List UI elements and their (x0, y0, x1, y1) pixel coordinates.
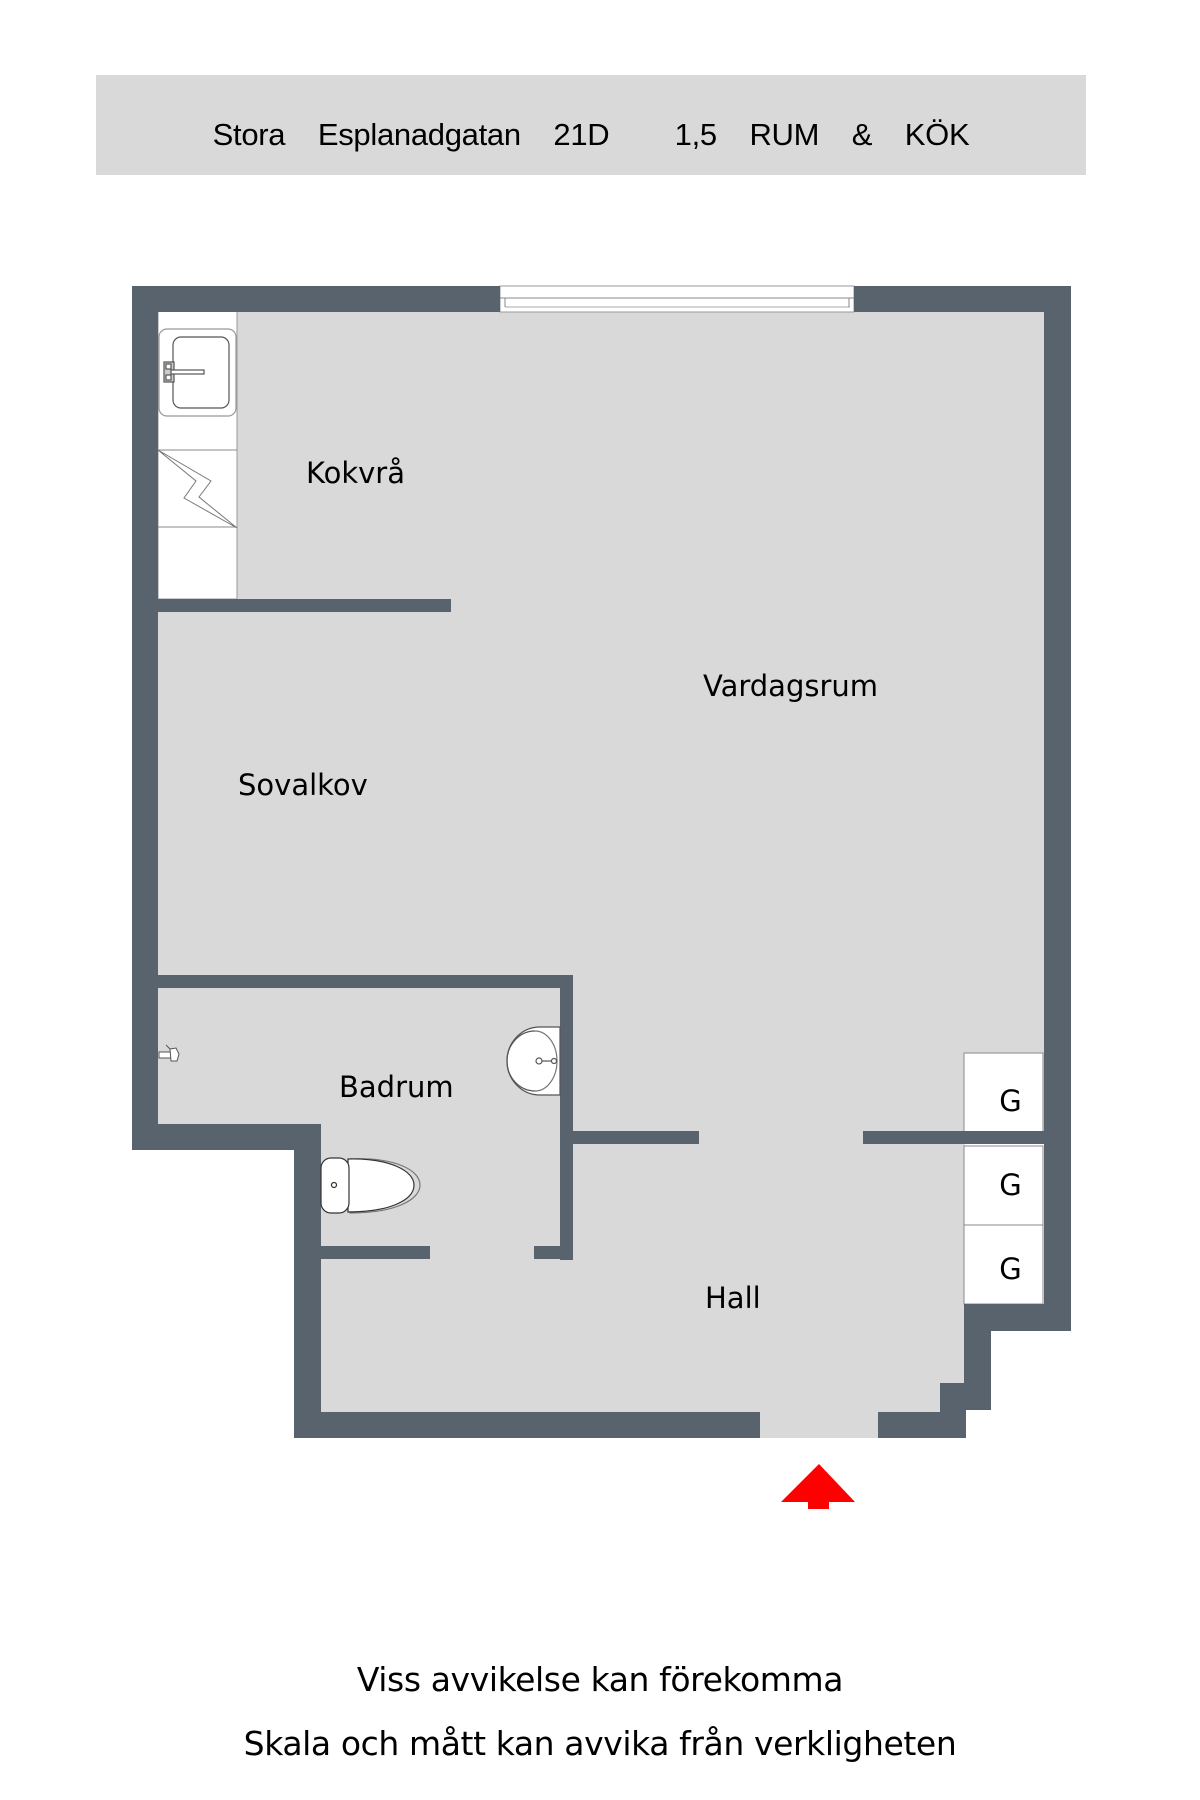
window-icon (499, 285, 855, 313)
closet-label-1: G (999, 1084, 1022, 1118)
kitchen-sink-icon (158, 328, 237, 417)
floor-area (158, 311, 1044, 1438)
closets (963, 1052, 1044, 1305)
walls (132, 286, 1071, 1438)
entrance-arrow-icon (781, 1464, 855, 1509)
room-label-bathroom: Badrum (339, 1070, 454, 1104)
room-label-bedroom-alcove: Sovalkov (238, 768, 368, 802)
stove-icon (157, 449, 238, 529)
listing-title: Stora Esplanadgatan 21D 1,5 RUM & KÖK (212, 117, 970, 152)
disclaimer-line-1: Viss avvikelse kan förekomma (356, 1660, 844, 1699)
closet-label-2: G (999, 1168, 1022, 1202)
closet-label-3: G (999, 1252, 1022, 1286)
disclaimer-line-2: Skala och mått kan avvika från verklighe… (243, 1724, 957, 1763)
toilet-icon (320, 1157, 421, 1214)
bathroom-sink-icon (506, 1026, 561, 1096)
shower-mixer-icon (158, 1044, 180, 1062)
room-label-living-room: Vardagsrum (703, 669, 879, 703)
room-label-hall: Hall (705, 1281, 761, 1315)
room-label-kitchen: Kokvrå (306, 456, 405, 490)
header-band: Stora Esplanadgatan 21D 1,5 RUM & KÖK (96, 75, 1086, 175)
